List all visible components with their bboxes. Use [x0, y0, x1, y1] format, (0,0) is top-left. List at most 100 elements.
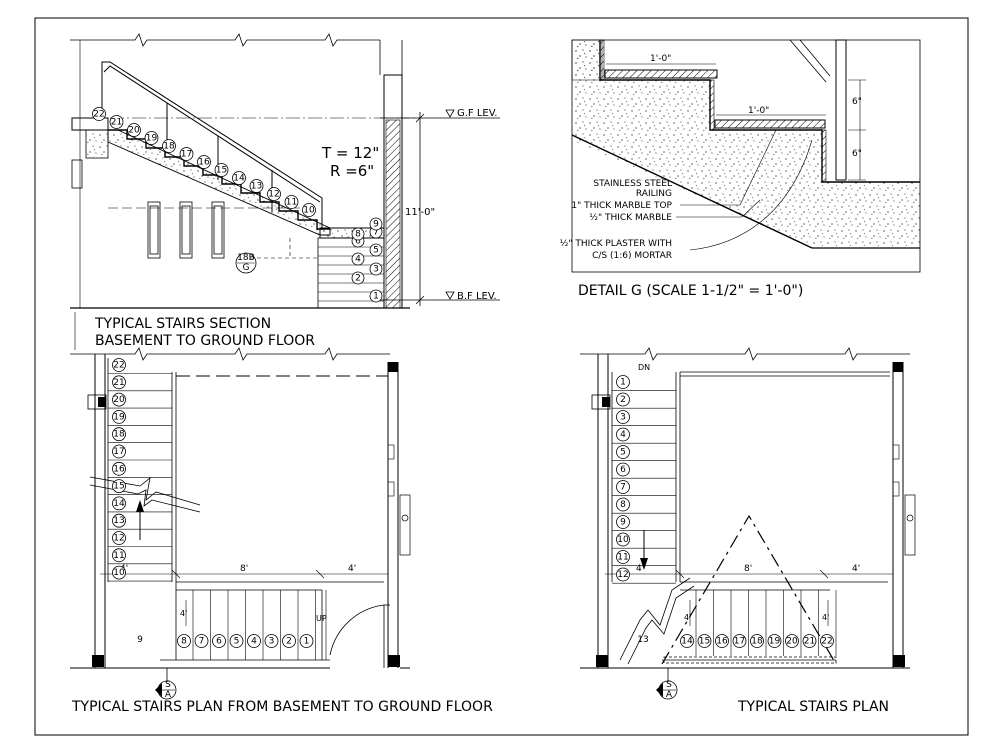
section-title-line2: BASEMENT TO GROUND FLOOR [95, 333, 315, 349]
basement-bottom-step-number: 4 [251, 637, 257, 647]
typical-flight-step-circle [616, 550, 630, 564]
basement-bottom-step-number: 7 [199, 637, 205, 647]
basement-bottom-step: 5 [229, 634, 244, 648]
typical-bottom-step: 21 [802, 634, 817, 648]
section-title-line1: TYPICAL STAIRS SECTION [94, 316, 271, 332]
section-step-bubble: 2 [351, 271, 365, 285]
section-step-bubble: 15 [214, 163, 229, 177]
basement-flight-step: 12 [112, 531, 126, 545]
typical-plan-title: TYPICAL STAIRS PLAN [737, 699, 889, 715]
basement-flight-step: 20 [112, 392, 126, 407]
typical-dim-right: 4' [852, 564, 860, 574]
detail-dim-tread-mid: 1'-0" [748, 106, 769, 116]
typical-dim-side-left: 4' [684, 613, 691, 622]
typical-section-letter: S [666, 680, 672, 690]
basement-flight-step-circle [112, 444, 126, 459]
typical-flight-step: 6 [616, 462, 630, 477]
basement-dim-mid: 8' [240, 564, 248, 574]
riser-label: R =6" [330, 162, 374, 180]
typical-flight-step-circle [616, 497, 630, 512]
basement-flight-step-circle [112, 496, 126, 511]
typical-bottom-step-circle [802, 634, 817, 648]
basement-bottom-step-circle [229, 634, 244, 648]
section-step-bubble-number: 1 [373, 292, 379, 302]
basement-bottom-step-circle [282, 634, 296, 648]
typical-bottom-step-number: 14 [681, 637, 693, 647]
section-step-bubble: 8 [351, 227, 365, 241]
basement-flight-step-circle [112, 548, 126, 563]
typical-flight-step-number: 4 [620, 430, 626, 440]
basement-flight-step-number: 17 [113, 447, 124, 457]
section-step-bubble-circle [179, 147, 194, 161]
section-step-bubble: 3 [369, 262, 383, 276]
detail-reference-bubble [235, 252, 257, 274]
section-step-bubble: 18 [162, 139, 176, 153]
section-step-bubble-number: 4 [355, 255, 361, 265]
basement-section-letter: S [165, 680, 171, 690]
detail-label-marble-top: 1" THICK MARBLE TOP [571, 201, 672, 211]
section-step-bubble: 12 [267, 187, 281, 201]
detail-g-view: 1'-0" 1'-0" 6" 6" STAINLESS STEEL RAILIN… [560, 39, 921, 299]
basement-flight-step: 11 [112, 548, 126, 563]
section-step-bubble-number: 6 [355, 237, 361, 247]
section-step-bubble: 21 [109, 115, 124, 129]
basement-flight-step: 19 [112, 409, 126, 424]
detail-label-plaster-1: ½" THICK PLASTER WITH [560, 239, 672, 249]
basement-section-sub: A [165, 690, 172, 700]
section-step-bubble-circle [249, 179, 264, 193]
section-step-bubble-number: 15 [216, 166, 227, 176]
typical-flight-step: 3 [616, 410, 630, 424]
section-step-bubble: 1 [369, 289, 383, 303]
section-step-bubble-circle [214, 163, 229, 177]
basement-flight-step-number: 16 [113, 464, 125, 474]
section-step-bubble-number: 19 [146, 134, 158, 144]
bf-level-label: B.F LEV. [457, 291, 497, 302]
detail-ref-number: 18B [237, 253, 255, 263]
typical-flight-step: 1 [616, 375, 630, 389]
section-step-bubble-circle [127, 123, 141, 137]
section-step-bubble-circle [144, 131, 159, 145]
typical-flight-step-number: 3 [620, 413, 626, 423]
basement-dim-right: 4' [348, 564, 356, 574]
section-step-bubble: 9 [369, 217, 383, 231]
basement-flight-step-number: 10 [113, 568, 125, 578]
basement-flight-step-number: 20 [113, 395, 125, 405]
typical-flight-step-number: 8 [620, 500, 626, 510]
typical-flight-step-number: 12 [617, 570, 628, 580]
section-step-bubble-number: 8 [355, 230, 361, 240]
typical-flight-step-circle [616, 445, 630, 459]
basement-flight-step-circle [112, 565, 126, 580]
basement-bottom-step-circle [194, 634, 209, 648]
section-step-bubble: 13 [249, 179, 264, 193]
typical-bottom-step: 14 [680, 634, 694, 648]
section-step-bubble-number: 11 [286, 198, 297, 208]
basement-bottom-step: 6 [212, 634, 226, 648]
typical-flight-step: 8 [616, 497, 630, 512]
basement-bottom-step: 7 [194, 634, 209, 648]
basement-flight-step: 13 [112, 513, 126, 528]
typical-bottom-step: 22 [820, 634, 834, 648]
basement-flight-step-circle [112, 409, 126, 424]
typical-bottom-step-circle [715, 634, 729, 648]
typical-flight-step-number: 9 [620, 518, 626, 528]
basement-flight-step-circle [112, 461, 126, 476]
basement-dim-side: 4' [180, 609, 187, 618]
typical-bottom-step: 20 [785, 634, 799, 648]
typical-bottom-step: 17 [732, 634, 747, 648]
section-step-bubble-number: 16 [198, 158, 210, 168]
section-step-bubble-number: 5 [373, 246, 379, 256]
detail-dim-riser-upper: 6" [852, 97, 862, 107]
section-step-bubble-circle [162, 139, 176, 153]
basement-flight-step-circle [112, 427, 126, 442]
section-step-bubble: 14 [232, 171, 246, 185]
basement-flight-step-circle [112, 531, 126, 545]
section-step-bubble: 22 [92, 107, 106, 121]
section-step-bubble-circle [369, 289, 383, 303]
typical-flight-step: 4 [616, 427, 630, 442]
section-step-bubble: 16 [197, 155, 211, 169]
basement-flight-step-circle [112, 513, 126, 528]
basement-flight-step-number: 14 [113, 499, 125, 509]
typical-bottom-step-circle [785, 634, 799, 648]
